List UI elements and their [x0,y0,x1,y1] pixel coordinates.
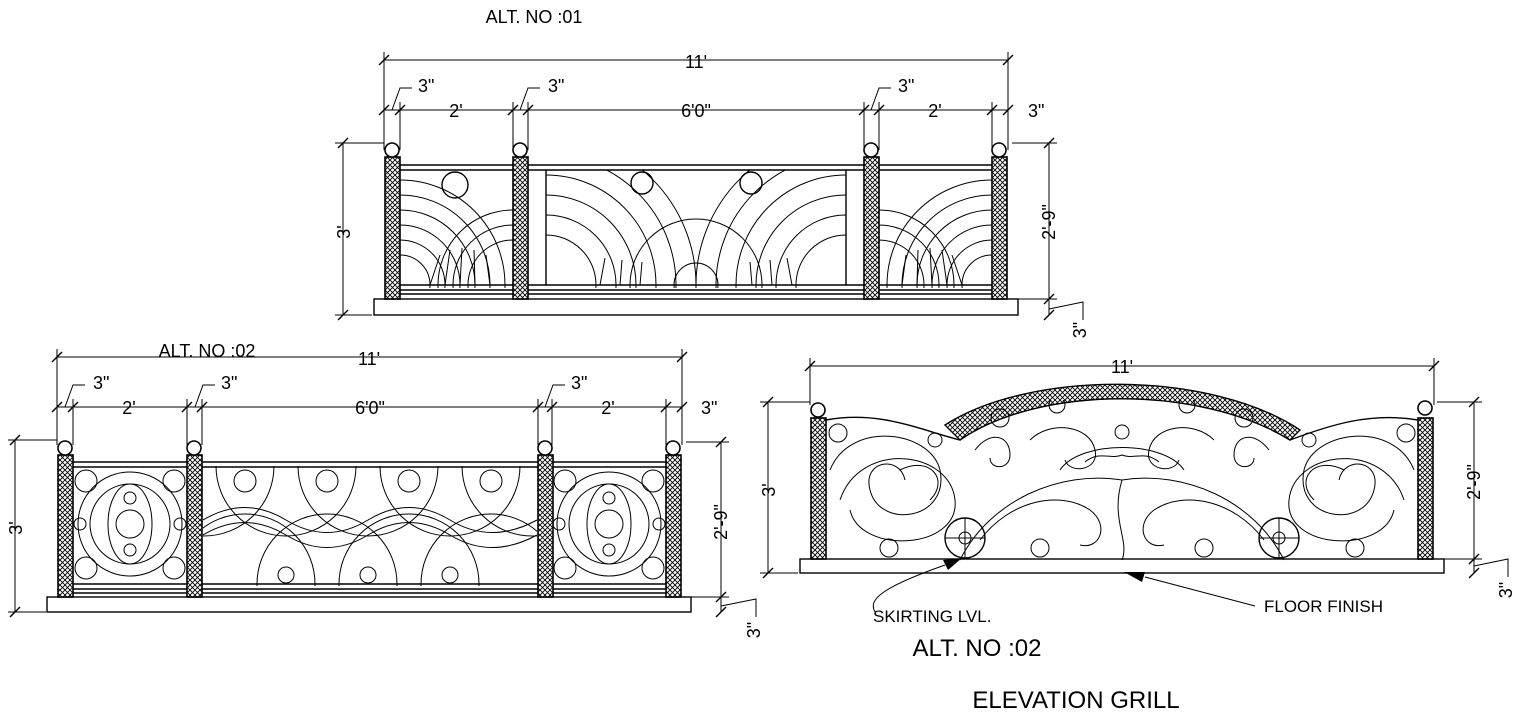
alt3-base-plinth [799,558,1445,574]
alt2-side-left-pattern [73,469,187,580]
alt3-title: ALT. NO :02 [913,635,1042,662]
alt2-center-label: 6'0" [355,398,385,418]
alt1-elevation: ALT. NO :01 11' 2' 6'0 [334,7,1090,338]
drawing-title: ELEVATION GRILL [972,687,1179,714]
ball-finial-icon [57,440,73,456]
leader-arrow-icon [1124,572,1145,582]
alt2-post-label-4: 3" [701,398,717,418]
alt1-base-plinth [373,298,1019,316]
alt3-base-label: 3" [1496,582,1516,598]
alt2-height-dimension: 3' [6,434,57,618]
ball-finial-icon [991,142,1007,158]
alt2-side-right-pattern [552,469,666,580]
ball-finial-icon [810,402,826,418]
alt2-elevation: ALT. NO :02 11' 2' 6'0" 2' [6,341,764,638]
alt1-height-dimension: 3' [334,137,384,321]
alt2-posts [57,440,682,598]
alt1-ornament-circle [441,171,469,199]
crosshatched-post-icon [810,417,827,560]
ball-finial-icon [1417,400,1433,416]
alt2-post-label-1: 3" [93,373,109,393]
alt2-side-right-label: 2' [601,398,614,418]
alt3-overall-label: 11' [1111,357,1133,377]
alt3-skirting-label: SKIRTING LVL. [873,607,991,626]
ball-finial-icon [512,142,528,158]
crosshatched-post-icon [665,454,682,598]
crosshatched-post-icon [1417,417,1434,560]
alt1-rails [400,164,992,295]
alt2-height-label: 3' [6,521,26,534]
alt3-overall-dimension: 11' [804,357,1440,405]
alt2-side-left-label: 2' [122,398,135,418]
alt1-title: ALT. NO :01 [486,7,583,27]
alt1-post-label-1: 3" [418,76,434,96]
alt1-ornament-circle [630,171,654,195]
alt2-rails [73,461,666,594]
alt3-height-dimension: 3' [759,396,810,579]
alt2-center-pattern [203,466,537,586]
alt1-side-left-label: 2' [449,101,462,121]
ball-finial-icon [537,440,553,456]
alt1-post-label-3: 3" [898,76,914,96]
alt3-elevation: 11' 3' 2'-9" 3" [759,357,1516,662]
alt1-side-left-pattern [400,179,513,288]
crosshatched-post-icon [384,156,401,300]
alt3-rail-height-label: 2'-9" [1464,464,1484,500]
ball-finial-icon [863,142,879,158]
alt1-side-right-label: 2' [928,101,941,121]
crosshatched-post-icon [512,156,529,300]
alt2-title: ALT. NO :02 [159,341,256,361]
alt1-rail-height-dimension: 2'-9" 3" [1012,137,1090,338]
alt3-posts [810,400,1434,560]
alt1-post-label-2: 3" [548,76,564,96]
crosshatched-post-icon [57,454,74,598]
alt2-overall-dimension: 11' [51,349,688,445]
alt3-height-label: 3' [759,483,779,496]
alt3-scroll-pattern [828,400,1416,561]
alt3-top-rail [825,394,1419,441]
alt3-rosettes [944,517,1300,559]
alt2-base-plinth [46,596,692,613]
alt2-rail-height-dimension: 2'-9" 3" [686,436,764,638]
crosshatched-post-icon [863,156,880,300]
alt1-side-right-pattern [879,179,992,288]
alt3-rail-height-dimension: 2'-9" 3" [1437,396,1516,598]
alt3-floor-leader: FLOOR FINISH [1124,572,1383,616]
alt1-overall-dimension: 11' [378,52,1014,150]
alt1-base-label: 3" [1070,322,1090,338]
alt1-segment-dimensions: 2' 6'0" 2' 3" 3" 3" 3" [378,76,1044,150]
alt1-rail-height-label: 2'-9" [1039,204,1059,240]
leader-arrow-icon [943,558,962,570]
alt1-overall-label: 11' [685,52,707,72]
alt1-post-label-4: 3" [1028,101,1044,121]
alt2-rail-height-label: 2'-9" [711,504,731,540]
crosshatched-post-icon [537,454,554,598]
ball-finial-icon [384,142,400,158]
alt1-center-pattern [546,170,846,288]
alt2-overall-label: 11' [358,349,380,369]
alt2-post-label-3: 3" [571,373,587,393]
alt1-ornament-circle [739,171,763,195]
alt3-skirting-leader: SKIRTING LVL. [872,558,991,626]
alt1-posts [384,142,1008,300]
alt3-crown-arch [943,383,1302,441]
crosshatched-post-icon [186,454,203,598]
alt2-post-label-2: 3" [221,373,237,393]
alt1-center-label: 6'0" [681,101,711,121]
alt3-floor-label: FLOOR FINISH [1264,597,1383,616]
crosshatched-post-icon [991,156,1008,300]
ball-finial-icon [665,440,681,456]
alt2-base-label: 3" [744,622,764,638]
alt2-segment-dimensions: 2' 6'0" 2' 3" 3" 3" 3" [51,373,717,445]
alt1-height-label: 3' [334,225,354,238]
ball-finial-icon [186,440,202,456]
